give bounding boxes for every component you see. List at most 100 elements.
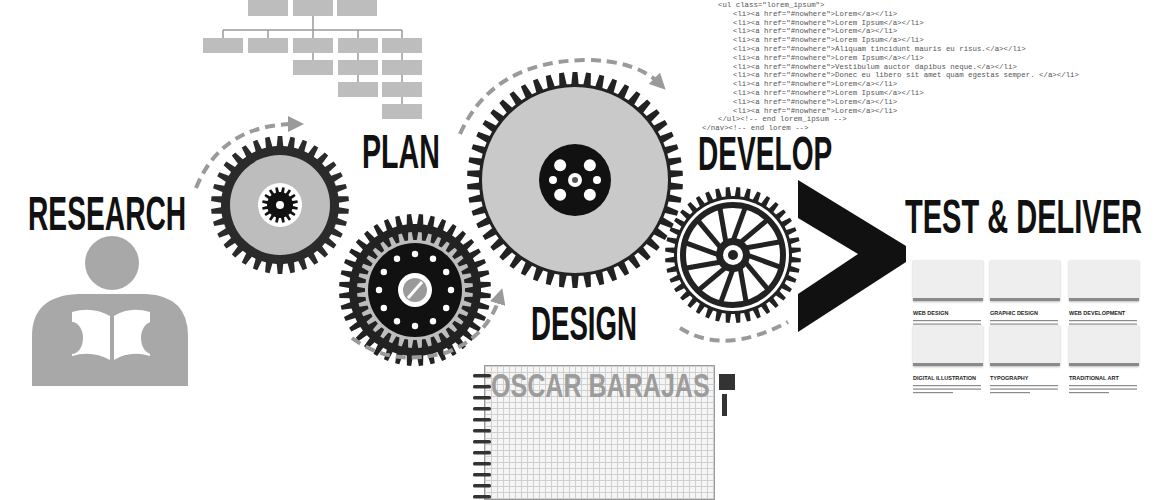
- thumbnail-frame: [913, 325, 983, 366]
- reader-body: [32, 294, 188, 386]
- spiral-ring: [473, 374, 491, 378]
- gear-hole: [376, 287, 382, 293]
- gear-hole: [554, 189, 566, 201]
- gear-hub: [539, 144, 611, 216]
- gear-disk: [352, 227, 478, 353]
- org-box: [382, 82, 422, 97]
- code-line: <li><a href="#nowhere">Aliquam tincidunt…: [733, 45, 1026, 54]
- spiral-ring: [473, 451, 491, 455]
- code-line: <li><a href="#nowhere">Vestibulum auctor…: [733, 63, 1017, 72]
- thumbnail-body-lines: [913, 384, 983, 396]
- gear-hole: [554, 159, 566, 171]
- thumbnail-caption: TRADITIONAL ART: [1069, 375, 1119, 382]
- gear-disk: [230, 155, 330, 255]
- body-line: [913, 320, 981, 321]
- org-box: [382, 60, 422, 75]
- thumbnail-caption: WEB DEVELOPMENT: [1069, 310, 1125, 317]
- body-line: [990, 392, 1030, 393]
- flow-arrow: [196, 124, 296, 188]
- org-box: [337, 0, 377, 16]
- gear-disk: [258, 183, 302, 227]
- code-line: <li><a href="#nowhere">Lorem Ipsum</a></…: [733, 19, 924, 28]
- flow-arrow: [680, 322, 788, 341]
- gear-hole: [549, 176, 557, 184]
- gear-hole: [394, 318, 400, 324]
- thumbnail-caption: WEB DESIGN: [913, 310, 948, 317]
- notebook-title: OSCAR BARAJAS: [491, 368, 710, 402]
- thumbnail-frame: [990, 325, 1060, 366]
- spiral-ring: [473, 429, 491, 433]
- thumbnail-frame: [990, 260, 1060, 301]
- notebook: OSCAR BARAJAS: [484, 365, 715, 500]
- code-line: <li><a href="#nowhere">Lorem</a></li>: [733, 107, 897, 116]
- code-line: <li><a href="#nowhere">Lorem Ipsum</a></…: [733, 89, 924, 98]
- body-line: [913, 385, 981, 386]
- gear-spoke: [699, 267, 726, 289]
- gear-teeth: [357, 232, 473, 348]
- gear-hole: [584, 159, 596, 171]
- gear-spoke: [740, 267, 746, 301]
- gear-hole: [381, 305, 387, 311]
- stage-title: DESIGN: [531, 300, 637, 348]
- body-line: [990, 320, 1058, 321]
- gear-hub: [728, 250, 738, 260]
- spiral-ring: [473, 484, 491, 488]
- code-line: </nav><!-- end lorem -->: [702, 124, 808, 133]
- body-line: [1069, 392, 1109, 393]
- org-box: [338, 60, 378, 75]
- clip-part: [722, 394, 727, 416]
- org-lines: [223, 16, 402, 104]
- gear-disk: [368, 243, 462, 337]
- code-line: <li><a href="#nowhere">Lorem</a></li>: [733, 98, 897, 107]
- gear-hub: [716, 238, 750, 272]
- gear-spoke: [740, 221, 767, 243]
- gear-hub: [568, 173, 582, 187]
- gear-spoke: [699, 221, 721, 248]
- portfolio-thumbnail: WEB DEVELOPMENT: [1069, 260, 1139, 331]
- portfolio-thumbnail: DIGITAL ILLUSTRATION: [913, 325, 983, 396]
- stage-title: DEVELOP: [698, 130, 832, 178]
- gear-hub: [403, 278, 427, 302]
- org-box: [293, 0, 333, 16]
- org-box: [293, 38, 333, 53]
- body-line: [990, 385, 1058, 386]
- gear-disk: [677, 199, 789, 311]
- thumbnail-frame: [1069, 325, 1139, 366]
- thumbnail-frame: [1069, 260, 1139, 301]
- gear-hole: [430, 256, 436, 262]
- thumbnail-caption: TYPOGRAPHY: [990, 375, 1029, 382]
- thumbnail-body-lines: [1069, 384, 1139, 396]
- flow-arrows: [196, 60, 788, 358]
- body-line: [1069, 389, 1137, 390]
- gear-teeth: [339, 214, 491, 366]
- stage-title: RESEARCH: [28, 190, 186, 238]
- org-box: [338, 38, 378, 53]
- flow-arrow: [460, 60, 660, 134]
- thumbnail-body-lines: [990, 384, 1060, 396]
- code-line: </ul><!-- end lorem_ipsum -->: [718, 115, 847, 124]
- gear-slot: [408, 282, 422, 298]
- org-line: [223, 16, 402, 38]
- body-line: [1069, 385, 1137, 386]
- gear-spoke: [721, 269, 733, 302]
- gear-disk: [482, 87, 668, 273]
- gear-teeth: [467, 72, 683, 288]
- notebook-clip: [717, 372, 743, 422]
- spiral-ring: [473, 440, 491, 444]
- gear-hole: [584, 189, 596, 201]
- spiral-ring: [473, 462, 491, 466]
- gear-hole: [443, 269, 449, 275]
- spiral-ring: [473, 495, 491, 499]
- gears: [211, 72, 801, 366]
- portfolio-thumbnail: TRADITIONAL ART: [1069, 325, 1139, 396]
- org-box: [248, 0, 288, 16]
- reader-head: [85, 236, 139, 290]
- gear-spoke: [745, 262, 767, 289]
- portfolio-thumbnail: TYPOGRAPHY: [990, 325, 1060, 396]
- spiral-ring: [473, 396, 491, 400]
- gear-hole: [381, 269, 387, 275]
- gear-teeth: [665, 187, 801, 323]
- flow-arrow: [352, 296, 500, 358]
- chevron: [798, 180, 906, 332]
